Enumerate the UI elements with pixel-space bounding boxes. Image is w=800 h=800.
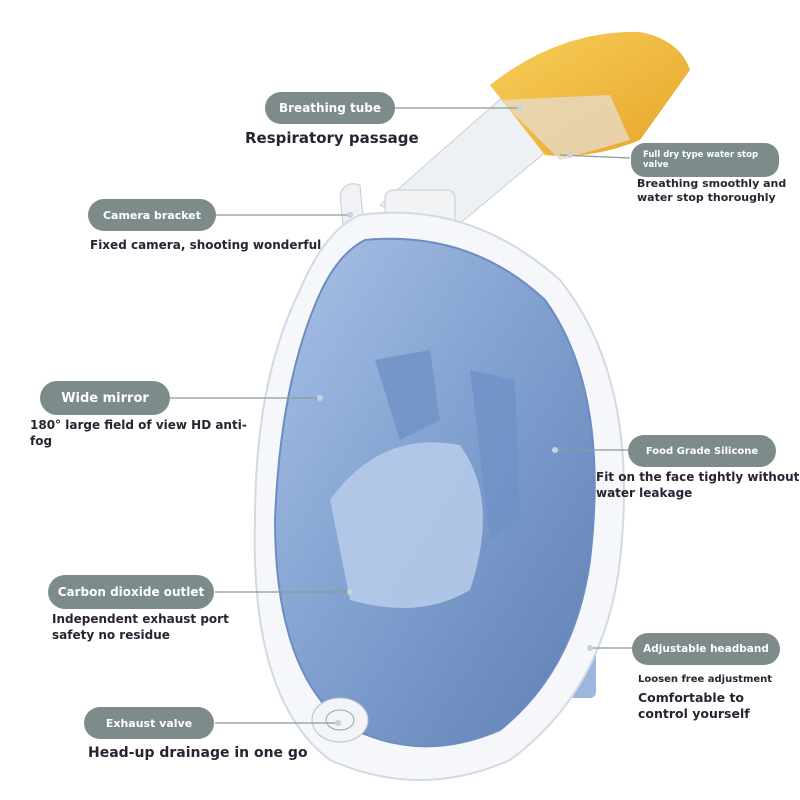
adjustable-headband-label: Adjustable headband bbox=[632, 633, 780, 665]
adjustable-headband-description: Loosen free adjustment bbox=[638, 674, 773, 685]
wide-mirror-description: 180° large field of view HD anti-fog bbox=[30, 418, 247, 448]
breathing-tube-description: Respiratory passage bbox=[245, 129, 419, 147]
carbon-dioxide-outlet-description: Independent exhaust port safety no resid… bbox=[52, 612, 229, 642]
breathing-tube-shape bbox=[379, 31, 690, 241]
food-grade-silicone-label: Food Grade Silicone bbox=[628, 435, 776, 467]
adjustable-headband-description-2: Comfortable to control yourself bbox=[638, 690, 750, 722]
water-stop-valve-label: Full dry type water stop valve bbox=[631, 143, 779, 177]
carbon-dioxide-outlet-label: Carbon dioxide outlet bbox=[48, 575, 214, 609]
food-grade-silicone-description: Fit on the face tightly without water le… bbox=[596, 470, 800, 500]
wide-mirror-label: Wide mirror bbox=[40, 381, 170, 415]
breathing-tube-label: Breathing tube bbox=[265, 92, 395, 124]
camera-bracket-label: Camera bracket bbox=[88, 199, 216, 231]
water-stop-valve-description: Breathing smoothly and water stop thorou… bbox=[637, 177, 787, 205]
exhaust-valve-description: Head-up drainage in one go bbox=[88, 745, 308, 761]
camera-bracket-description: Fixed camera, shooting wonderful bbox=[90, 238, 322, 252]
exhaust-valve-label: Exhaust valve bbox=[84, 707, 214, 739]
